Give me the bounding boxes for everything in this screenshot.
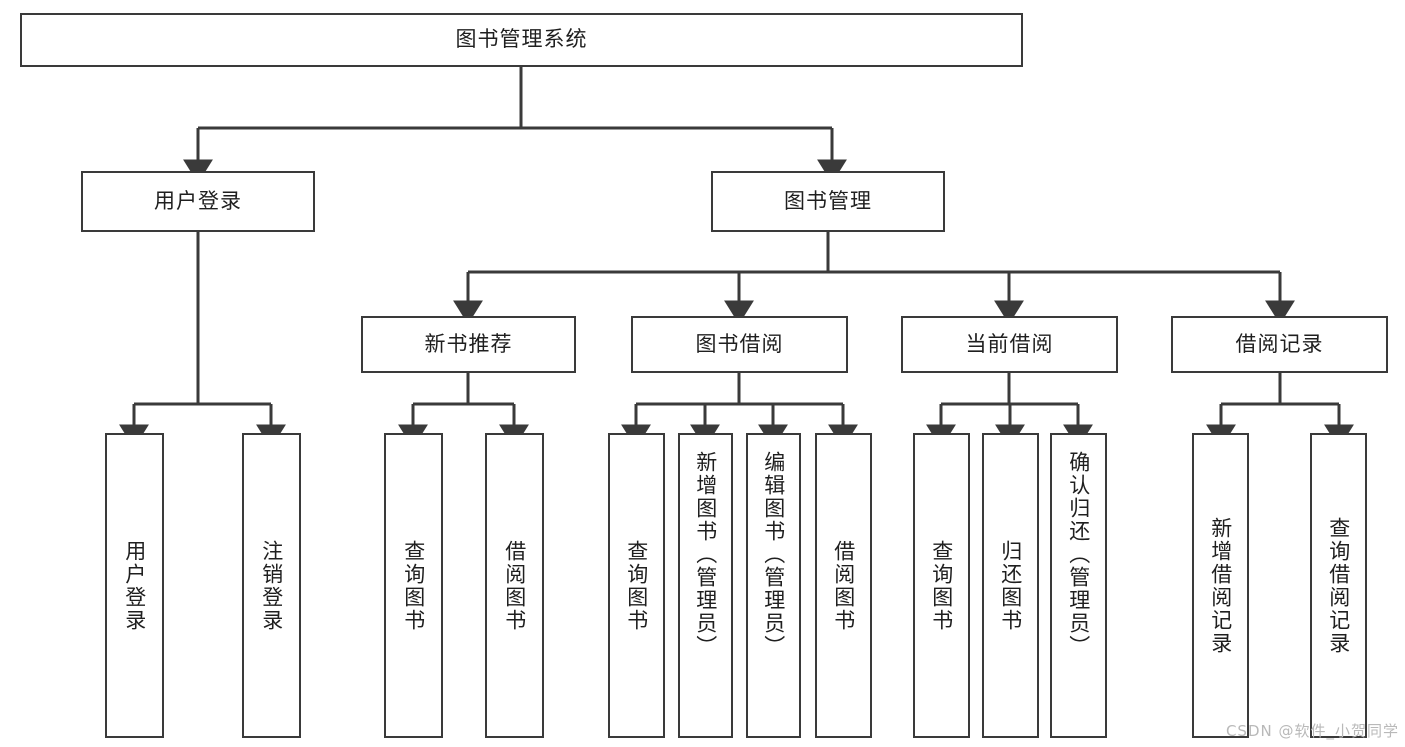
leaf-borrow-record-query-record[interactable]: 查询借阅记录	[1310, 433, 1367, 738]
leaf-book-borrow-borrow-book[interactable]: 借阅图书	[815, 433, 872, 738]
watermark-text: CSDN @软件_小贺同学	[1225, 722, 1399, 740]
node-borrow-record[interactable]: 借阅记录	[1171, 316, 1388, 373]
node-book-borrow[interactable]: 图书借阅	[631, 316, 848, 373]
leaf-new-book-borrow-book[interactable]: 借阅图书	[485, 433, 544, 738]
leaf-current-borrow-confirm-return-admin[interactable]: 确认归还（管理员）	[1050, 433, 1107, 738]
leaf-borrow-record-add-record[interactable]: 新增借阅记录	[1192, 433, 1249, 738]
leaf-current-borrow-query-book[interactable]: 查询图书	[913, 433, 970, 738]
node-book-management[interactable]: 图书管理	[711, 171, 945, 232]
leaf-book-borrow-add-book-admin[interactable]: 新增图书（管理员）	[678, 433, 733, 738]
leaf-book-borrow-query-book[interactable]: 查询图书	[608, 433, 665, 738]
leaf-new-book-query-book[interactable]: 查询图书	[384, 433, 443, 738]
leaf-user-login-login[interactable]: 用户登录	[105, 433, 164, 738]
node-new-book-recommend[interactable]: 新书推荐	[361, 316, 576, 373]
leaf-current-borrow-return-book[interactable]: 归还图书	[982, 433, 1039, 738]
node-root-book-management-system[interactable]: 图书管理系统	[20, 13, 1023, 67]
leaf-book-borrow-edit-book-admin[interactable]: 编辑图书（管理员）	[746, 433, 801, 738]
leaf-user-login-logout[interactable]: 注销登录	[242, 433, 301, 738]
node-user-login[interactable]: 用户登录	[81, 171, 315, 232]
node-current-borrow[interactable]: 当前借阅	[901, 316, 1118, 373]
